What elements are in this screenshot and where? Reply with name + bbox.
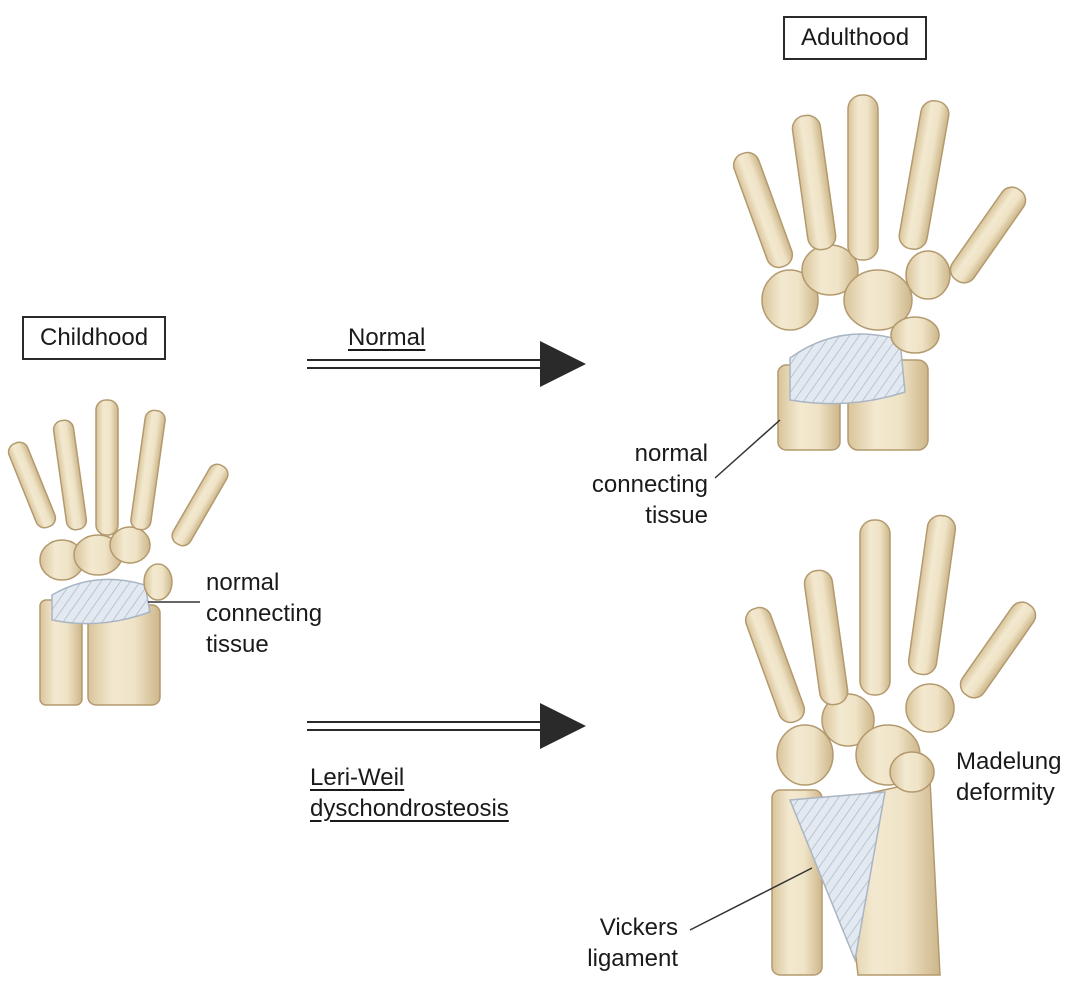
adult-madelung-hand-illustration — [742, 514, 1040, 975]
leri-weil-arrow — [307, 703, 586, 749]
vickers-line-2: ligament — [562, 943, 678, 974]
adult-tissue-line-2: connecting — [566, 469, 708, 500]
vickers-line-1: Vickers — [562, 912, 678, 943]
adulthood-label-box: Adulthood — [783, 16, 927, 60]
adulthood-label: Adulthood — [801, 24, 909, 51]
adult-tissue-leader-line — [715, 420, 780, 478]
childhood-label-box: Childhood — [22, 316, 166, 360]
adult-tissue-label: normal connecting tissue — [566, 438, 708, 531]
childhood-hand-illustration — [6, 400, 231, 705]
child-tissue-line-3: tissue — [206, 629, 322, 660]
adult-normal-hand-illustration — [730, 95, 1030, 450]
normal-path-label: Normal — [348, 322, 425, 353]
madelung-line-1: Madelung — [956, 746, 1061, 777]
adult-tissue-line-1: normal — [566, 438, 708, 469]
vickers-label: Vickers ligament — [562, 912, 678, 974]
child-tissue-line-2: connecting — [206, 598, 322, 629]
childhood-label: Childhood — [40, 324, 148, 351]
leri-weil-line-2: dyschondrosteosis — [310, 793, 509, 824]
leri-weil-line-1: Leri-Weil — [310, 762, 509, 793]
madelung-line-2: deformity — [956, 777, 1061, 808]
child-tissue-line-1: normal — [206, 567, 322, 598]
child-tissue-label: normal connecting tissue — [206, 567, 322, 660]
leri-weil-path-label: Leri-Weil dyschondrosteosis — [310, 762, 509, 824]
adult-tissue-line-3: tissue — [566, 500, 708, 531]
madelung-label: Madelung deformity — [956, 746, 1061, 808]
